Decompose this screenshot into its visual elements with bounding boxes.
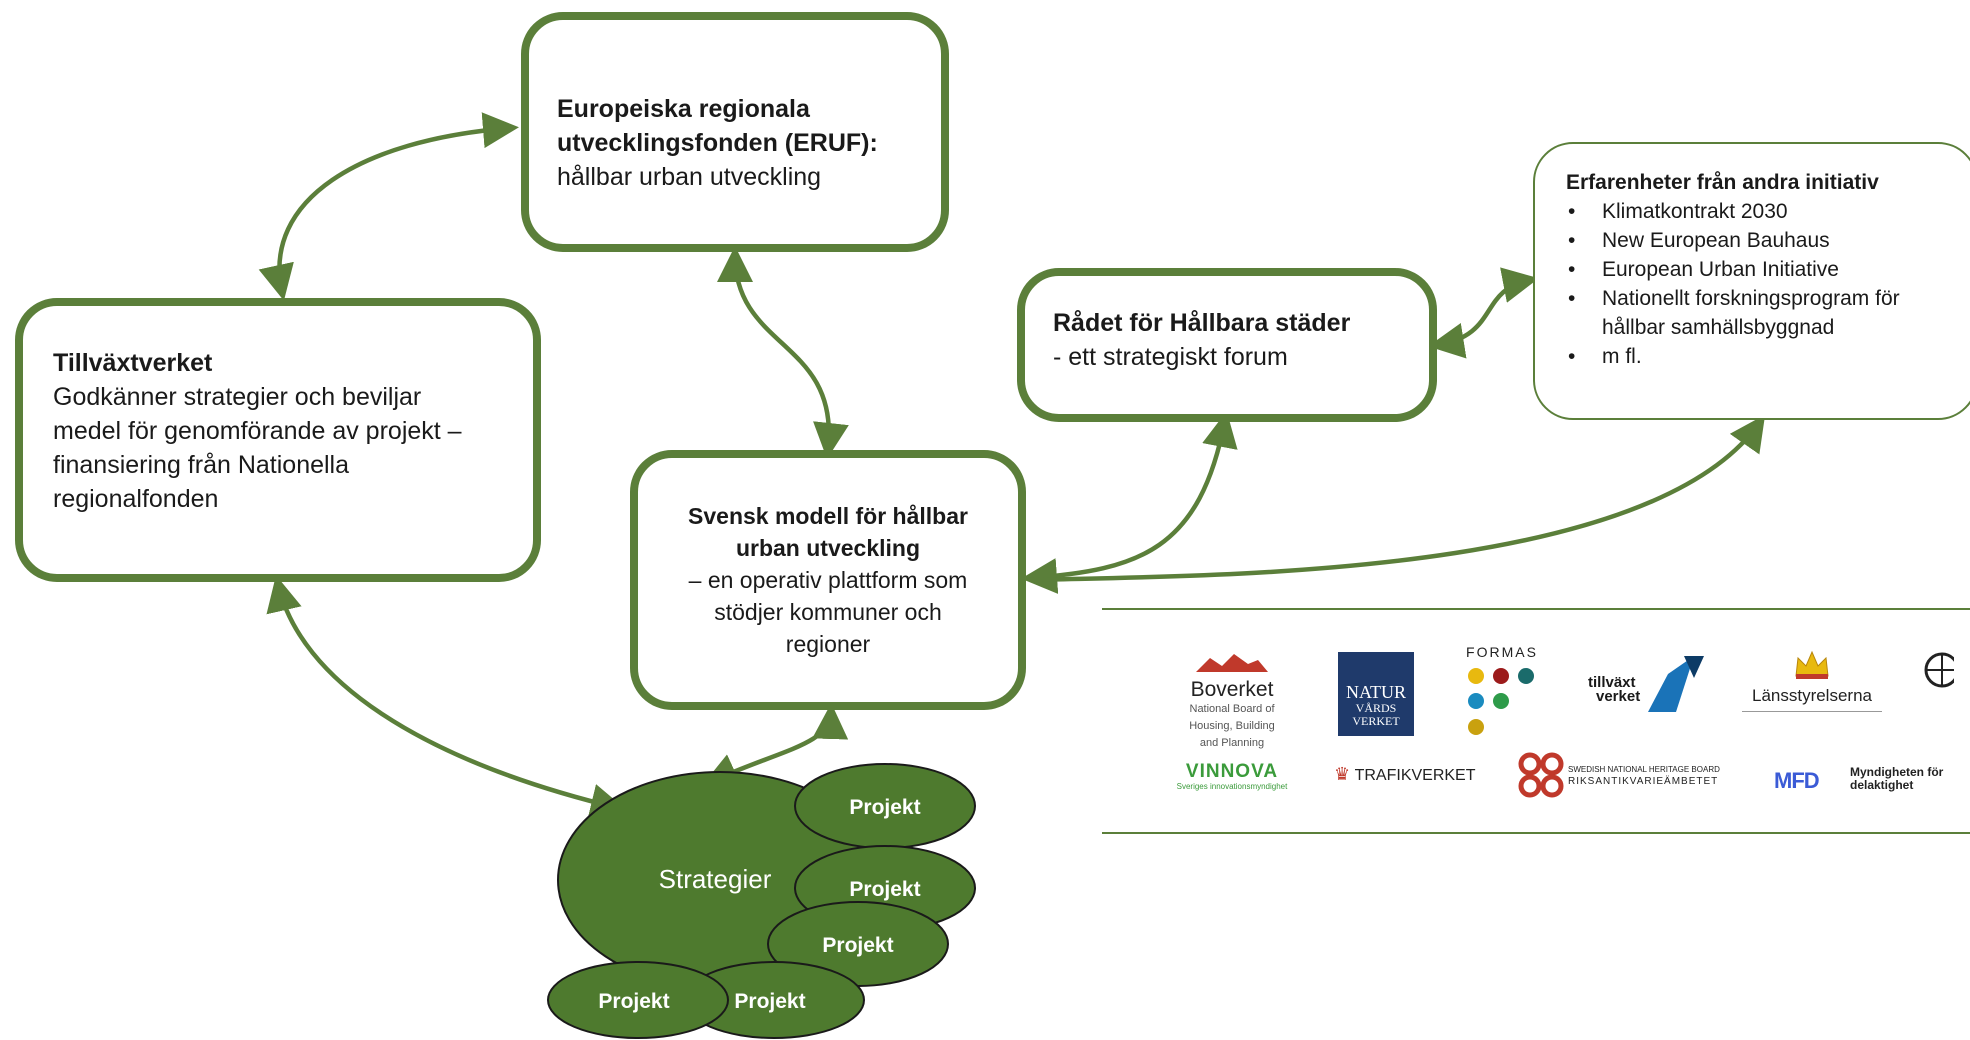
mfd-text: delaktighet [1850, 778, 1914, 792]
radet-subtitle: - ett strategiskt forum [1053, 343, 1288, 371]
trafikverket-logo: ♛ TRAFIKVERKET [1334, 764, 1494, 785]
svensk-modell-title-line2: urban utveckling [735, 535, 921, 561]
eruf-subtitle: hållbar urban utveckling [557, 163, 822, 191]
radet-box: Rådet för Hållbara städer - ett strategi… [1017, 268, 1437, 422]
boverket-sub: National Board of [1189, 703, 1275, 715]
tillvaxtverket-line: regionalfonden [53, 485, 219, 513]
list-item: Klimatkontrakt 2030 [1566, 197, 1966, 226]
raa-text: RIKSANTIKVARIEÄMBETET [1568, 776, 1719, 787]
projekt-label: Projekt [734, 990, 805, 1013]
projekt-label: Projekt [822, 934, 893, 957]
svensk-modell-line: stödjer kommuner och [714, 599, 942, 625]
lansstyrelserna-name: Länsstyrelserna [1742, 685, 1882, 712]
raa-logo: SWEDISH NATIONAL HERITAGE BOARD RIKSANTI… [1516, 750, 1756, 800]
raa-text: SWEDISH NATIONAL HERITAGE BOARD [1568, 765, 1720, 774]
list-item: m fl. [1566, 342, 1966, 371]
list-item: Nationellt forskningsprogram för hållbar… [1566, 284, 1966, 342]
eruf-box: Europeiska regionala utvecklingsfonden (… [521, 12, 949, 252]
arrow-svensk-erfarenheter [1029, 414, 1766, 583]
tillvaxtverket-logo-text: tillväxt [1588, 674, 1636, 691]
boverket-logo: Boverket National Board of Housing, Buil… [1177, 652, 1287, 752]
projekt-ellipse [547, 961, 729, 1039]
list-item: European Urban Initiative [1566, 255, 1966, 284]
tillvaxtverket-line: medel för genomförande av projekt – [53, 417, 462, 445]
strategier-label: Strategier [659, 864, 772, 894]
strategy-cluster: Strategier Projekt Projekt Projekt Proje… [547, 763, 976, 1039]
projekt-label: Projekt [849, 878, 920, 901]
erfarenheter-box: Erfarenheter från andra initiativ Klimat… [1533, 142, 1970, 420]
list-item: New European Bauhaus [1566, 226, 1966, 255]
svensk-modell-line: – en operativ plattform som [688, 567, 968, 593]
eruf-title-line1: Europeiska regionala [557, 95, 810, 123]
boverket-sub: Housing, Building [1189, 720, 1275, 732]
boverket-sub: and Planning [1199, 737, 1265, 749]
eruf-title-line2: utvecklingsfonden (ERUF): [557, 129, 878, 157]
mfd-text: Myndigheten för [1850, 765, 1944, 779]
arrow-tillvaxt-strategier [266, 575, 627, 820]
tillvaxtverket-line: finansiering från Nationella [53, 451, 350, 479]
tillvaxtverket-line: Godkänner strategier och beviljar [53, 383, 422, 411]
lansstyrelserna-logo: Länsstyrelserna [1742, 646, 1882, 712]
boverket-roof-icon [1196, 654, 1268, 672]
vinnova-logo: VINNOVA Sveriges innovationsmyndighet [1170, 762, 1294, 792]
mfd-mark: MFD [1774, 768, 1820, 793]
tillvaxtverket-logo-mark [1648, 656, 1704, 712]
tillvaxtverket-box: Tillväxtverket Godkänner strategier och … [15, 298, 541, 582]
formas-dots-icon [1468, 668, 1534, 735]
vinnova-sub: Sveriges innovationsmyndighet [1176, 782, 1288, 791]
arrow-radet-erfarenheter [1428, 267, 1539, 359]
erfarenheter-title: Erfarenheter från andra initiativ [1566, 171, 1879, 194]
tillvaxtverket-title: Tillväxtverket [53, 349, 213, 377]
trafikverket-crown-icon: ♛ [1334, 764, 1351, 784]
naturvards-text: VÅRDS [1355, 701, 1397, 715]
naturvards-text: VERKET [1352, 714, 1400, 728]
tillvaxtverket-logo: tillväxt verket [1588, 654, 1718, 714]
projekt-label: Projekt [849, 796, 920, 819]
arrow-radet-svensk [1021, 411, 1238, 594]
naturvards-text: NATUR [1345, 682, 1406, 702]
radet-title: Rådet för Hållbara städer [1053, 309, 1351, 337]
tillvaxtverket-logo-text: verket [1596, 688, 1641, 705]
svensk-modell-title-line1: Svensk modell för hållbar [688, 503, 968, 529]
boverket-name: Boverket [1190, 678, 1274, 701]
projekt-label: Projekt [598, 990, 669, 1013]
vinnova-name: VINNOVA [1185, 761, 1279, 782]
logo-panel: Boverket National Board of Housing, Buil… [1102, 608, 1970, 834]
mfd-logo: MFD Myndigheten för delaktighet [1774, 766, 1964, 802]
trafikverket-name: TRAFIKVERKET [1354, 767, 1476, 784]
formas-logo: FORMAS [1462, 644, 1542, 751]
svensk-modell-line: regioner [785, 631, 871, 657]
arrow-eruf-svensk [717, 246, 849, 459]
emblem-icon [1924, 652, 1954, 688]
raa-mark-icon [1518, 752, 1564, 798]
erfarenheter-list: Klimatkontrakt 2030 New European Bauhaus… [1566, 197, 1966, 371]
arrow-tillvaxt-eruf [258, 112, 519, 301]
svensk-modell-box: Svensk modell för hållbar urban utveckli… [630, 450, 1026, 710]
naturvardsverket-logo: NATUR VÅRDS VERKET [1338, 652, 1414, 736]
formas-name: FORMAS [1466, 644, 1538, 660]
crown-icon [1795, 650, 1829, 679]
